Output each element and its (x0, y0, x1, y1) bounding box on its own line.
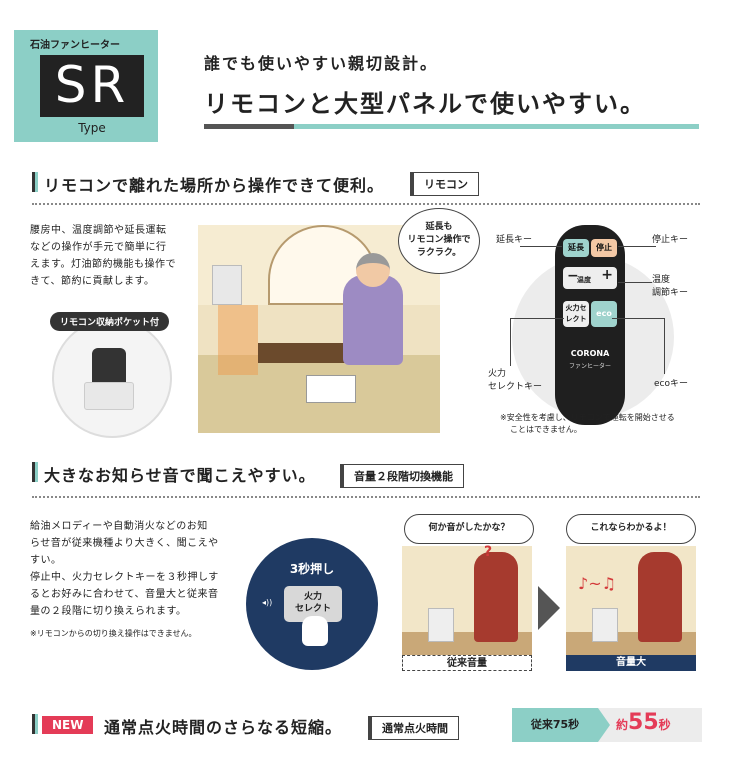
ignition-comparison: 従来75秒 約55秒 (512, 708, 702, 742)
arrow-right-icon (598, 708, 610, 742)
fire-select-key[interactable]: 火力セレクト (563, 301, 589, 327)
model-name: SR (54, 56, 130, 114)
press-label: 3秒押し (289, 562, 335, 576)
remote-control: 延長 停止 − + 温度 火力セレクト eco CORONA ファンヒーター (555, 225, 625, 425)
section-title-ignition: 通常点火時間のさらなる短縮。 (104, 718, 343, 737)
remote-brand: CORONA (570, 349, 610, 358)
warm-air-icon (218, 305, 258, 375)
man-icon (474, 552, 518, 642)
leader-line (510, 318, 564, 319)
remote-note: ※安全性を考慮し、リモコンで運転を開始させる ことはできません。 (500, 413, 675, 434)
section-title-sound: 大きなお知らせ音で聞こえやすい。 (44, 466, 316, 485)
book-icon (306, 375, 356, 403)
caption-loud-volume: 音量大 (566, 655, 696, 671)
heater-icon (428, 608, 454, 642)
panel-normal-volume: ? (402, 544, 532, 656)
living-room-illustration (198, 225, 440, 433)
section-divider (32, 496, 700, 498)
leader-line (618, 246, 656, 247)
type-label: Type (78, 121, 106, 135)
new-time-value: 約55秒 (616, 710, 671, 735)
leader-line (612, 318, 664, 319)
callout-eco: ecoキー (654, 379, 688, 389)
page-subtitle: 誰でも使いやすい親切設計。 (204, 54, 439, 73)
callout-fire: 火力 セレクトキー (488, 369, 543, 392)
section1-body: 腰房中、温度調節や延長運転 などの操作が手元で簡単に行 えます。灯油節約機能も操… (30, 225, 176, 287)
old-time-label: 従来75秒 (512, 708, 598, 742)
new-badge: NEW (42, 716, 94, 734)
panel-loud-volume: ♪~♫ (566, 546, 696, 656)
pocket-label: リモコン収納ポケット付 (50, 312, 170, 331)
heater-icon (212, 265, 242, 305)
section2-body: 給油メロディーや自動消火などのお知 らせ音が従来機種より大きく、聞こえや すい。… (30, 521, 219, 617)
finger-press-icon (302, 616, 328, 646)
section-marker (32, 714, 38, 734)
leader-line (520, 246, 562, 247)
minus-icon: − (567, 268, 579, 284)
speech-bubble-remote: 延長も リモコン操作で ラクラク。 (398, 208, 480, 274)
leader-line (510, 318, 511, 366)
leader-line (664, 318, 665, 374)
stop-key[interactable]: 停止 (591, 239, 617, 257)
arrow-right-icon (538, 586, 560, 630)
section-marker (32, 172, 38, 192)
tag-remote: リモコン (410, 172, 479, 196)
press-illustration: 3秒押し 火力 セレクト ◂)) (246, 538, 378, 670)
caption-normal-volume: 従来音量 (402, 655, 532, 671)
plus-icon: + (601, 267, 613, 283)
callout-extend: 延長キー (496, 235, 533, 245)
leader-line (618, 282, 652, 283)
section-title-remote: リモコンで離れた場所から操作できて便利。 (44, 176, 385, 195)
pocket-icon (84, 382, 134, 410)
music-notes-icon: ♪~♫ (578, 574, 616, 593)
section-divider (32, 203, 700, 205)
model-box (40, 55, 144, 117)
speech-bubble-left: 何か音がしたかな？ (404, 514, 534, 544)
category-label: 石油ファンヒーター (30, 40, 120, 51)
volume-note: ※リモコンからの切り換え操作はできません。 (30, 629, 197, 638)
man-icon (638, 552, 682, 642)
section-marker (32, 462, 38, 482)
callout-temp: 温度 調節キー (652, 275, 689, 298)
person-head-icon (356, 253, 390, 287)
low-table (258, 343, 368, 363)
callout-stop: 停止キー (652, 235, 689, 245)
page-title: リモコンと大型パネルで使いやすい。 (204, 90, 646, 118)
tag-ignition: 通常点火時間 (368, 716, 459, 740)
extend-key[interactable]: 延長 (563, 239, 589, 257)
pocket-illustration (52, 318, 172, 438)
speech-bubble-right: これならわかるよ！ (566, 514, 696, 544)
title-underline (204, 124, 699, 129)
temp-key[interactable]: − + 温度 (563, 267, 617, 289)
person-icon (343, 275, 403, 365)
eco-key[interactable]: eco (591, 301, 617, 327)
title-underline-accent (204, 124, 294, 129)
remote-brand-sub: ファンヒーター (568, 363, 611, 370)
tag-volume: 音量２段階切換機能 (340, 464, 464, 488)
speaker-icon: ◂)) (262, 598, 273, 607)
question-icon: ? (484, 544, 493, 560)
heater-icon (592, 608, 618, 642)
